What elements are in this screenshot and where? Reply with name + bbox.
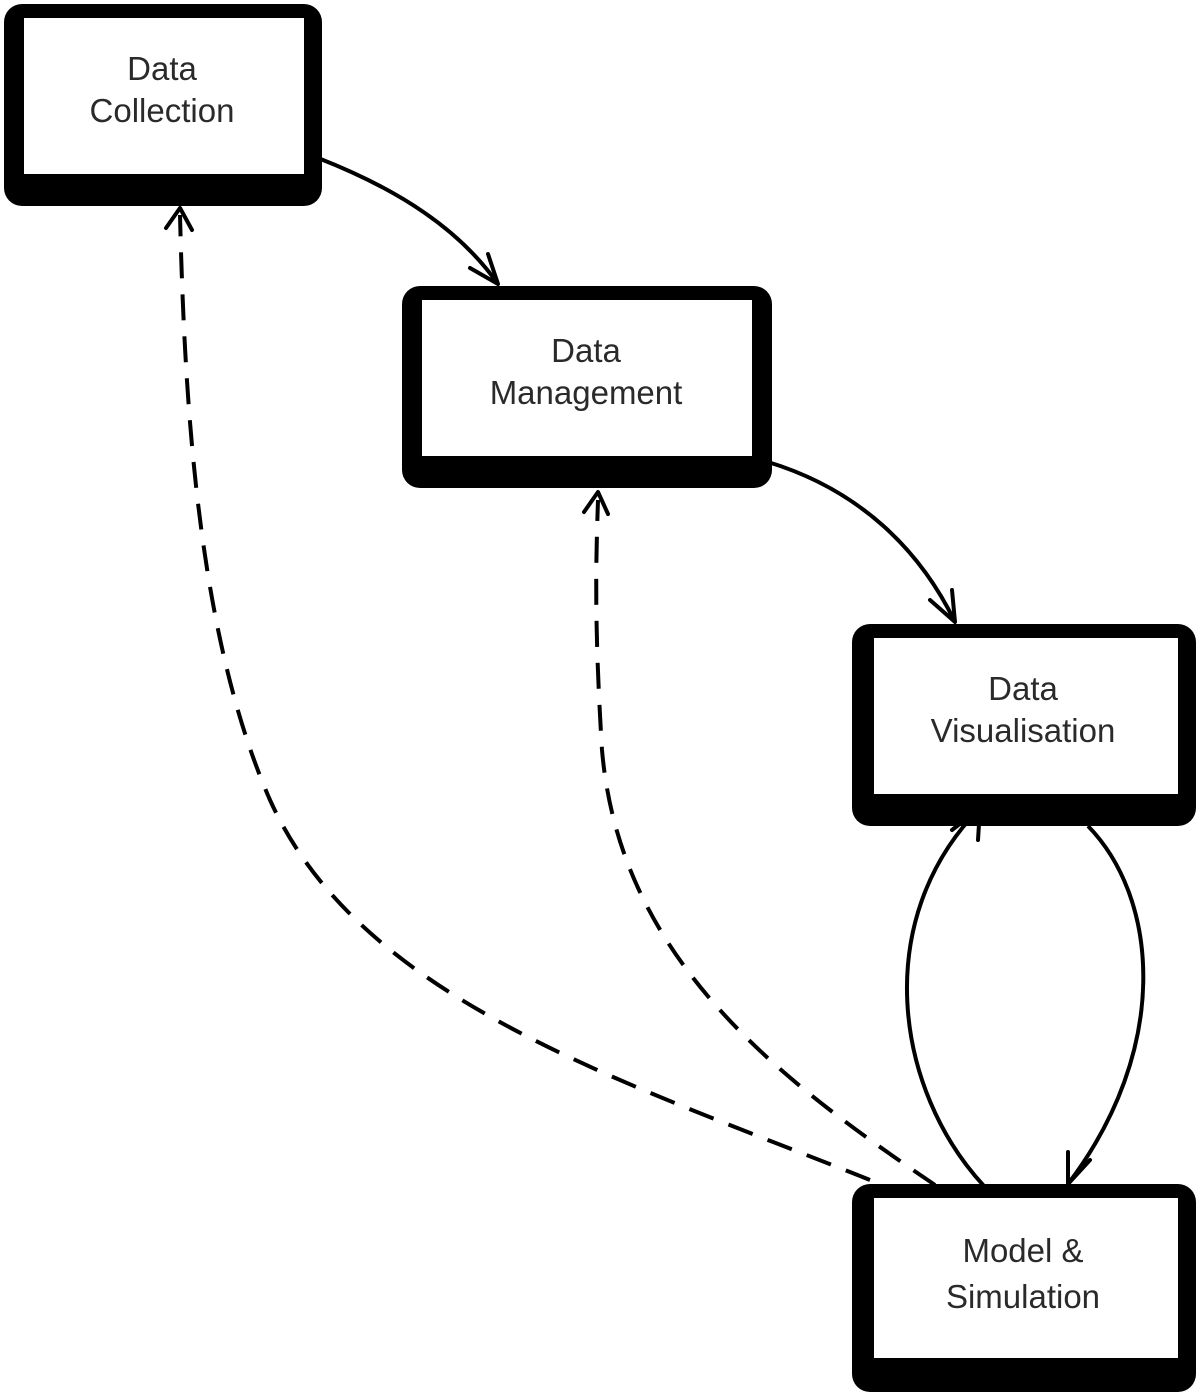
edge-visualisation-to-model [1066,824,1146,1186]
node-data-visualisation-line1: Data [988,670,1058,707]
node-model-simulation-line2: Simulation [946,1278,1100,1315]
edge-collection-to-management [317,156,500,286]
node-data-management-line1: Data [551,332,621,369]
edge-model-to-visualisation [905,806,986,1188]
node-data-collection-line1: Data [127,50,197,87]
edge-model-to-management [594,499,937,1187]
node-model-simulation: Model & Simulation [852,1184,1196,1392]
edge-model-to-collection [178,214,871,1182]
arrowhead-model-to-collection [164,206,194,232]
node-data-collection: Data Collection [4,4,322,206]
arrowhead-management-to-visualisation [928,588,957,624]
node-model-simulation-line1: Model & [962,1232,1083,1269]
node-data-collection-line2: Collection [90,92,235,129]
node-data-visualisation: Data Visualisation [852,624,1196,826]
arrowhead-collection-to-management [468,252,500,286]
arrowhead-model-to-management [582,490,610,516]
node-data-management-line2: Management [490,374,683,411]
edge-management-to-visualisation [767,460,957,623]
node-data-visualisation-line2: Visualisation [931,712,1116,749]
node-data-management: Data Management [402,286,772,488]
